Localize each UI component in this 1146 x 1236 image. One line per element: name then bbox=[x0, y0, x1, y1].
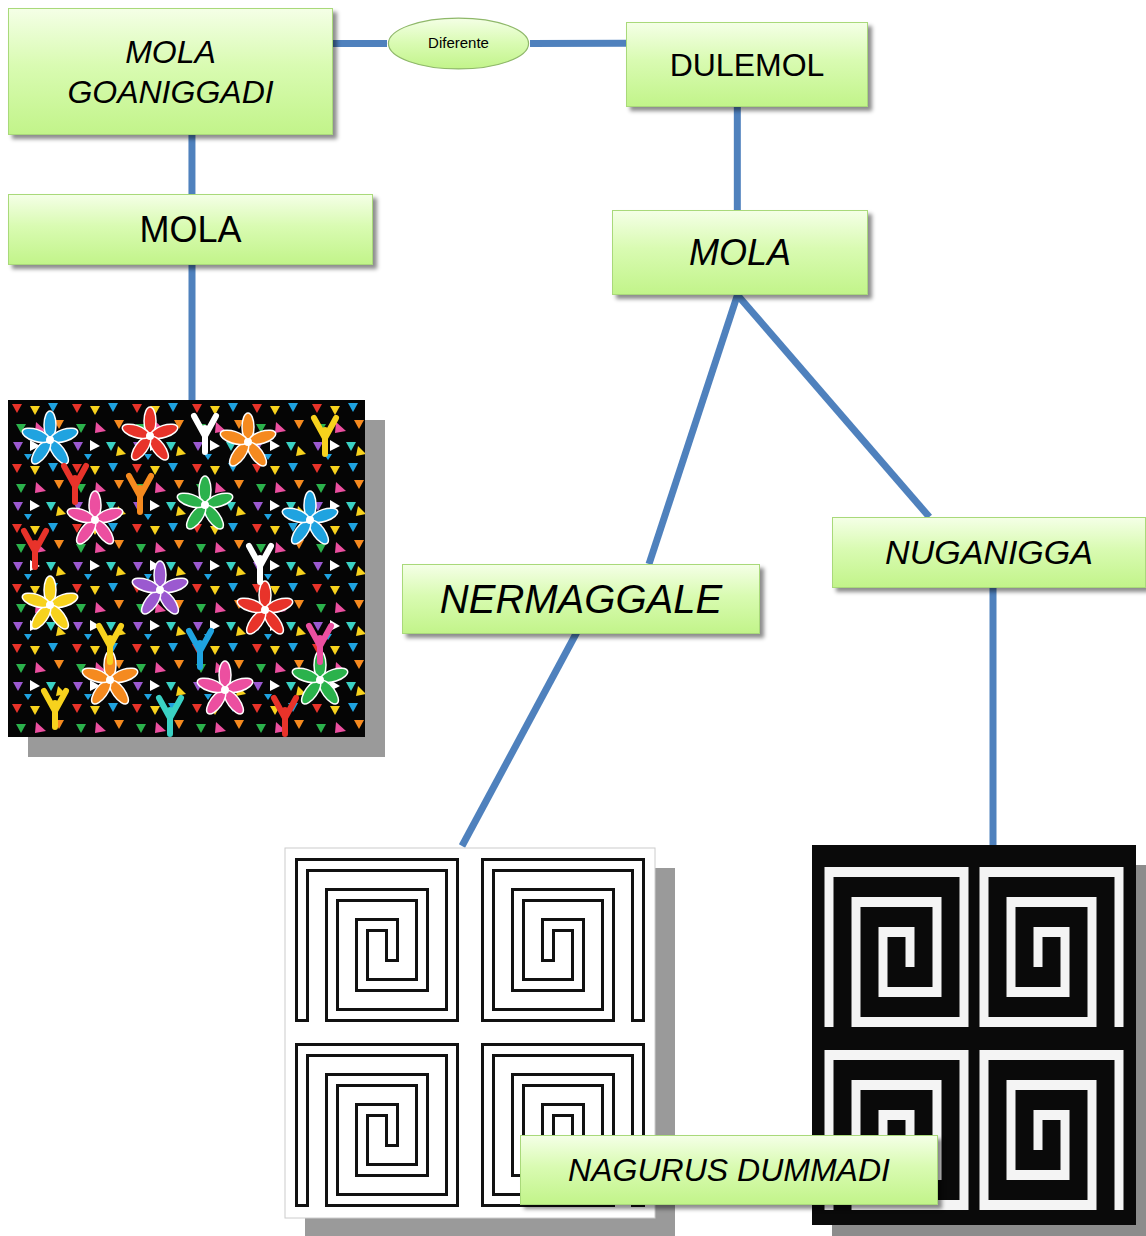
concept-box: DULEMOL bbox=[626, 22, 868, 107]
mola-picture bbox=[8, 400, 385, 757]
mola-cloth bbox=[8, 400, 365, 737]
node-label: MOLA bbox=[139, 207, 241, 252]
connector-line bbox=[737, 295, 929, 517]
concept-box: MOLA bbox=[612, 210, 868, 295]
connector-line bbox=[333, 40, 387, 47]
leader-line bbox=[189, 262, 196, 402]
node-label: MOLA bbox=[689, 230, 791, 275]
concept-box: MOLA bbox=[8, 194, 373, 265]
concept-box: MOLA GOANIGGADI bbox=[8, 8, 333, 135]
node-label: Diferente bbox=[428, 34, 489, 53]
mola-flowers bbox=[21, 407, 350, 717]
leader-line bbox=[990, 585, 997, 846]
node-label: NUGANIGGA bbox=[885, 531, 1093, 574]
node-label: DULEMOL bbox=[670, 45, 825, 85]
connector-line bbox=[649, 295, 737, 564]
node-label: NERMAGGALE bbox=[440, 574, 722, 624]
node-label: MOLA GOANIGGADI bbox=[46, 32, 296, 112]
mola-trees bbox=[24, 416, 336, 734]
relation-ellipse: Diferente bbox=[387, 17, 530, 70]
caption-box: NAGURUS DUMMADI bbox=[520, 1135, 938, 1205]
ellipse-shape bbox=[388, 18, 528, 69]
node-label: NAGURUS DUMMADI bbox=[568, 1150, 890, 1190]
connector-line bbox=[734, 107, 741, 210]
connector-line bbox=[530, 40, 626, 47]
category-box: NUGANIGGA bbox=[832, 517, 1146, 588]
connector-line bbox=[188, 135, 195, 194]
category-box: NERMAGGALE bbox=[402, 564, 760, 634]
leader-line bbox=[462, 630, 578, 846]
